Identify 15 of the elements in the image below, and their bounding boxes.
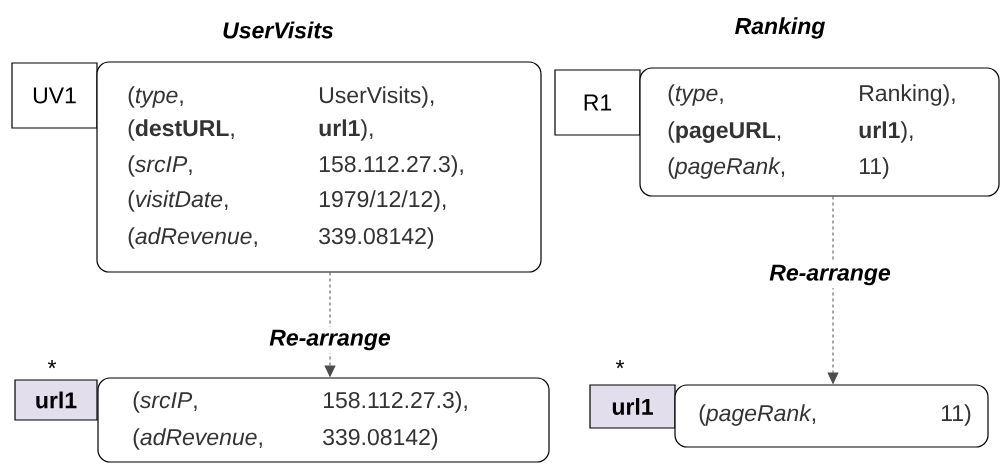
edge-label: Re-arrange xyxy=(766,261,894,289)
arrow xyxy=(827,196,839,384)
edge-label: Re-arrange xyxy=(266,326,394,354)
star-mark: * xyxy=(47,360,57,369)
key-box: url1 xyxy=(589,384,676,429)
record-box: (type, UserVisits), (destURL, url1), (srcIP, 158.112.27.3), (visitDate, 1979/12/12), (adRevenue, 339.08142) xyxy=(96,61,542,273)
key-box: url1 xyxy=(14,379,98,421)
record-box: (pageRank, 11) xyxy=(674,384,989,448)
table-title: UserVisits xyxy=(223,21,334,39)
key-box: R1 xyxy=(554,69,641,136)
key-box: UV1 xyxy=(11,62,98,129)
star-mark: * xyxy=(615,360,625,369)
arrow xyxy=(324,272,336,377)
table-title: Ranking xyxy=(735,17,825,39)
record-box: (srcIP, 158.112.27.3), (adRevenue, 339.08142) xyxy=(97,377,550,463)
